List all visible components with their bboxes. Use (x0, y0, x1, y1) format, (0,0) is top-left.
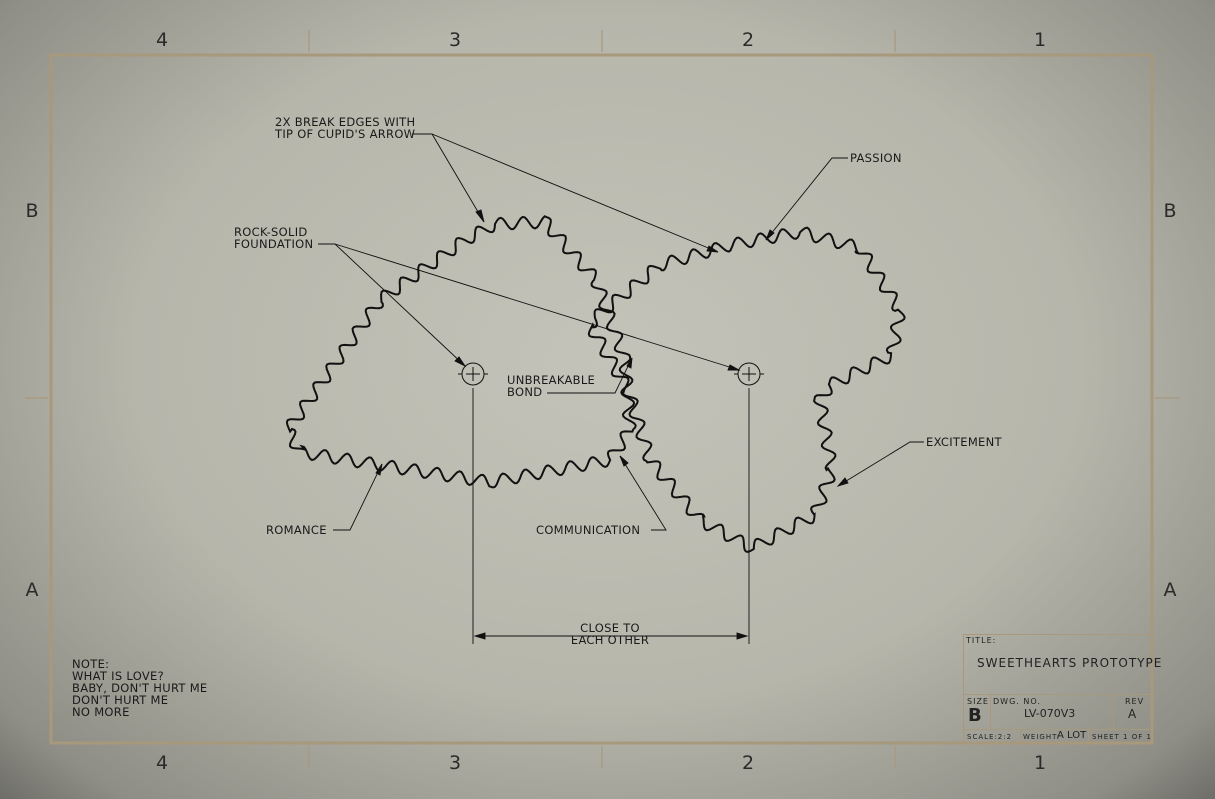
zone-ticks (25, 30, 1180, 768)
zone-top-4: 4 (155, 29, 169, 51)
callout-excitement: EXCITEMENT (926, 435, 1002, 449)
size-value: B (968, 705, 983, 726)
scale: SCALE:2:2 (967, 733, 1013, 741)
sheet: SHEET 1 OF 1 (1092, 733, 1152, 741)
zone-bottom-2: 2 (741, 752, 755, 774)
zone-left-b: B (25, 200, 39, 222)
zone-bottom-1: 1 (1033, 752, 1047, 774)
drawing-note: NOTE: WHAT IS LOVE? BABY, DON'T HURT ME … (72, 657, 208, 719)
callout-romance: ROMANCE (266, 523, 327, 537)
dwg-label: DWG. NO. (993, 697, 1041, 706)
leader-lines (318, 133, 924, 644)
size-label: SIZE (967, 697, 989, 706)
zone-top-1: 1 (1033, 29, 1047, 51)
callout-communication: COMMUNICATION (536, 523, 641, 537)
rev-label: REV (1125, 697, 1145, 706)
callout-passion: PASSION (850, 151, 902, 165)
drawing-title: SWEETHEARTS PROTOTYPE (977, 656, 1163, 670)
weight-value: A LOT (1057, 730, 1087, 741)
callout-rock-solid: ROCK-SOLID FOUNDATION (234, 225, 314, 251)
zone-top-3: 3 (448, 29, 462, 51)
zone-bottom-3: 3 (448, 752, 462, 774)
rev-value: A (1128, 707, 1138, 721)
callout-unbreakable-bond: UNBREAKABLE BOND (507, 373, 596, 399)
zone-top-2: 2 (741, 29, 755, 51)
gear-left (285, 215, 637, 489)
zone-right-b: B (1163, 200, 1177, 222)
center-holes (458, 362, 764, 386)
title-label: TITLE: (966, 636, 997, 645)
dwg-number: LV-070V3 (1024, 707, 1076, 720)
zone-right-a: A (1163, 579, 1177, 601)
weight-label: WEIGHT: (1023, 733, 1060, 741)
drawing-border (49, 53, 1154, 745)
gear-right (587, 226, 906, 553)
callout-break-edges: 2X BREAK EDGES WITH TIP OF CUPID'S ARROW (275, 115, 416, 141)
dimension-label: CLOSE TO EACH OTHER (570, 621, 650, 647)
zone-bottom-4: 4 (155, 752, 169, 774)
zone-left-a: A (25, 579, 39, 601)
